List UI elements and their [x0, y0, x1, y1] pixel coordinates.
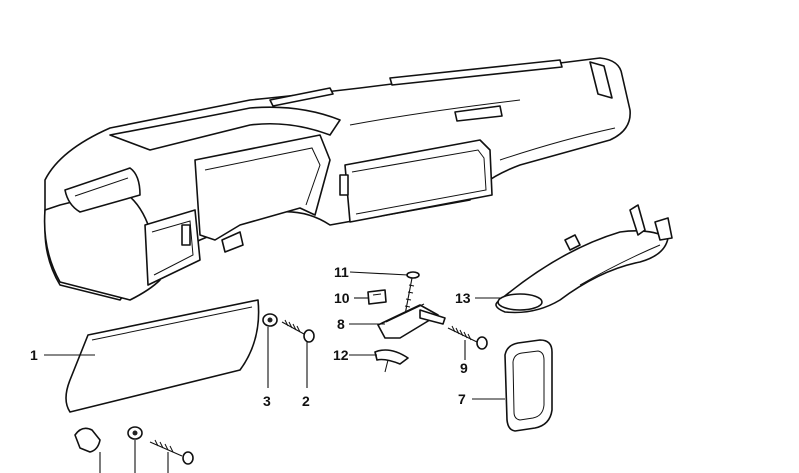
part-3-washer — [262, 313, 278, 327]
leader-11 — [349, 271, 409, 276]
part-10-clip-nut — [367, 289, 387, 305]
bottom-washer — [127, 426, 143, 473]
part-13-cover — [495, 204, 673, 314]
bottom-clip-left — [74, 427, 101, 473]
part-7-frame — [504, 339, 553, 432]
dash-bracket-left — [181, 224, 191, 246]
part-8-bracket — [377, 303, 446, 339]
callout-9: 9 — [460, 360, 468, 376]
callout-1: 1 — [30, 347, 38, 363]
bottom-screw — [149, 439, 194, 473]
callouts: 1 3 2 11 10 8 12 9 13 7 — [30, 264, 471, 409]
dashboard-panel — [43, 57, 631, 301]
callout-10: 10 — [334, 290, 350, 306]
callout-3: 3 — [263, 393, 271, 409]
callout-2: 2 — [302, 393, 310, 409]
dash-bracket-center — [339, 174, 349, 196]
callout-8: 8 — [337, 316, 345, 332]
leader-lines — [44, 271, 505, 400]
part-2-screw — [281, 319, 315, 343]
part-1-knee-panel — [65, 299, 260, 413]
part-9-screw — [447, 325, 488, 350]
callout-13: 13 — [455, 290, 471, 306]
callout-7: 7 — [458, 391, 466, 407]
callout-11: 11 — [334, 264, 349, 280]
callout-12: 12 — [333, 347, 349, 363]
part-12-clip — [374, 349, 409, 373]
